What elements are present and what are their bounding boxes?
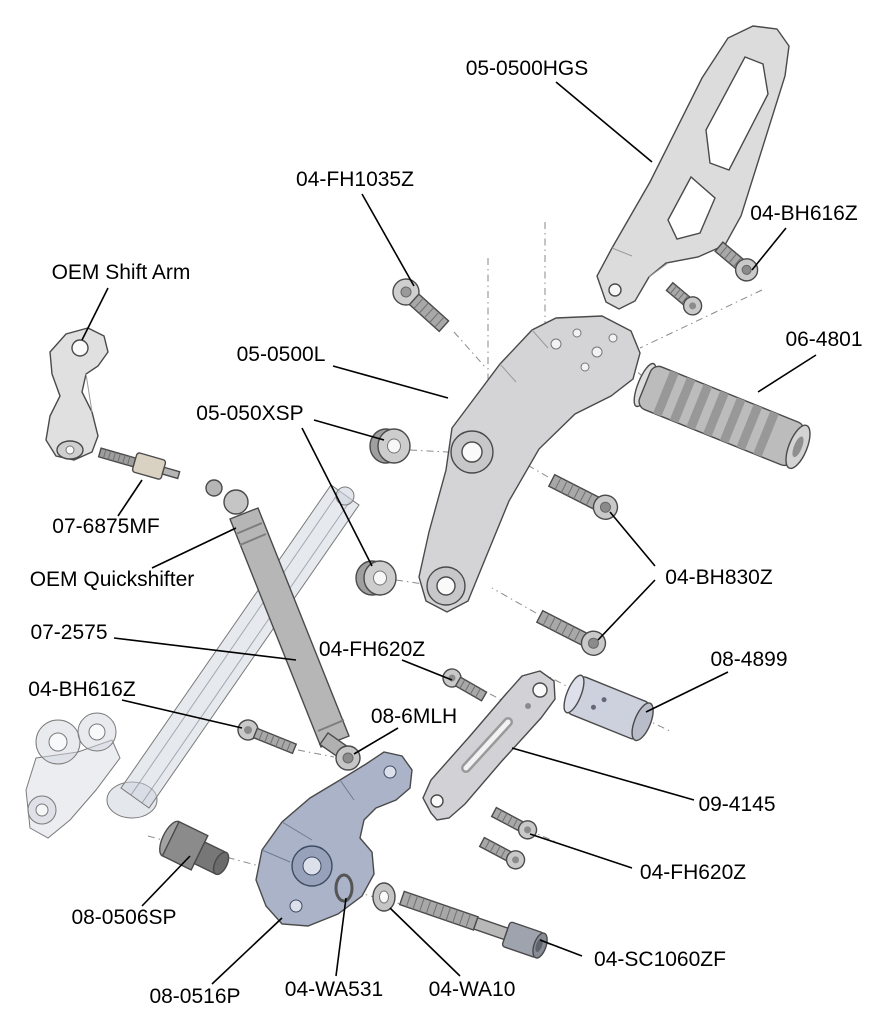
label-oem-shift-arm: OEM Shift Arm <box>52 261 191 284</box>
label-4899: 08-4899 <box>710 648 787 671</box>
label-sc1060zf: 04-SC1060ZF <box>594 948 726 971</box>
part-bolt-bh830z-2 <box>535 609 607 656</box>
part-shift-lever-0516p <box>255 751 413 927</box>
label-bh830z: 04-BH830Z <box>665 566 773 589</box>
label-2575: 07-2575 <box>30 621 107 644</box>
part-rod-end-6mlh <box>318 731 361 771</box>
part-wave-washer-wa531 <box>334 873 354 903</box>
part-screw-fh620z-b1 <box>490 806 538 840</box>
part-oem-lower-bracket <box>25 712 121 839</box>
part-bolt-bh616z-top <box>665 241 759 316</box>
label-0516p: 08-0516P <box>149 985 240 1008</box>
part-washer-wa10 <box>372 882 396 912</box>
part-labels: 05-0500HGS 04-FH1035Z 04-BH616Z OEM Shif… <box>28 57 862 1008</box>
label-spacers-xsp: 05-050XSP <box>196 402 303 425</box>
part-screw-sc1060zf <box>398 890 548 959</box>
part-main-bracket <box>418 315 641 613</box>
label-fh1035z: 04-FH1035Z <box>296 168 414 191</box>
label-fh620z-mid: 04-FH620Z <box>319 638 425 661</box>
label-wa10: 04-WA10 <box>429 978 516 1001</box>
part-bolt-bh830z-1 <box>547 473 619 520</box>
part-screw-fh620z-b2 <box>478 836 526 870</box>
part-shift-rod-2575 <box>106 484 360 819</box>
label-9-4145: 09-4145 <box>698 793 775 816</box>
label-6875mf: 07-6875MF <box>52 515 159 538</box>
part-heel-guard <box>596 25 790 310</box>
part-oem-quickshifter <box>205 479 350 748</box>
part-spacer-4899 <box>563 674 654 742</box>
label-heel-guard: 05-0500HGS <box>466 57 589 80</box>
label-0506sp: 08-0506SP <box>71 906 176 929</box>
part-bolt-bh616z-left <box>237 719 298 755</box>
part-spacer-0506sp <box>159 820 230 876</box>
label-footpeg: 06-4801 <box>785 328 862 351</box>
part-shift-bracket-9-4145 <box>422 670 556 821</box>
part-spacer-xsp-2 <box>355 560 397 596</box>
part-spacer-xsp-1 <box>369 428 411 464</box>
label-fh620z-bottom: 04-FH620Z <box>640 861 746 884</box>
leader-lines <box>81 81 817 985</box>
label-wa531: 04-WA531 <box>285 978 383 1001</box>
part-footpeg <box>633 362 811 470</box>
label-6mlh: 08-6MLH <box>371 705 457 728</box>
label-oem-quickshifter: OEM Quickshifter <box>30 568 195 591</box>
label-main-bracket: 05-0500L <box>237 343 326 366</box>
part-oem-shift-arm <box>45 327 109 461</box>
label-bh616z-left: 04-BH616Z <box>28 678 136 701</box>
label-bh616z-top: 04-BH616Z <box>750 202 858 225</box>
part-screw-fh620z-mid <box>442 668 488 702</box>
part-screw-fh1035z <box>392 278 450 333</box>
part-rod-adapter-6875mf <box>97 447 181 480</box>
